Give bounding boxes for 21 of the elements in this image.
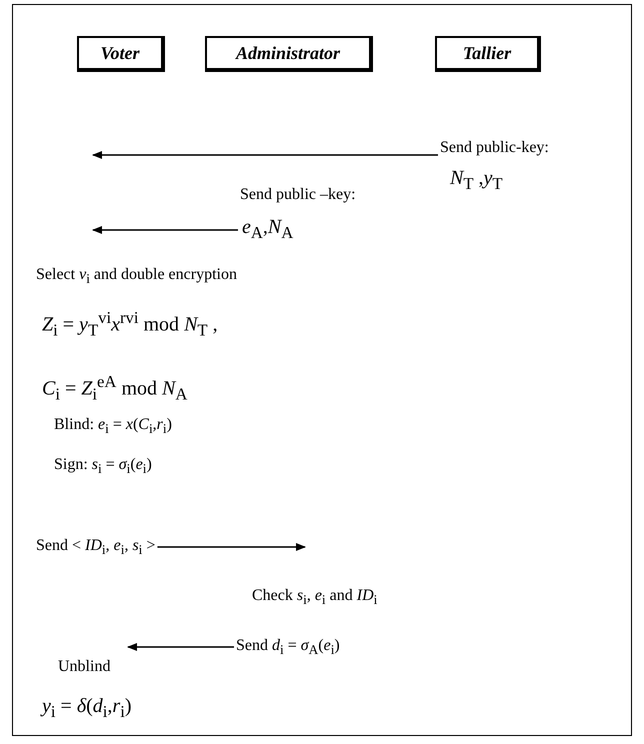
message-text: Send < ID$_{i}$, e$_{i}$, s$_{i}$ > (36, 536, 156, 558)
arrow (157, 543, 306, 551)
arrow (92, 226, 238, 234)
message-formula: e$_{A}$,N$_{A}$ (242, 215, 294, 243)
step-text: Check s$_{i}$, e$_{i}$ and ID$_{i}$ (252, 586, 378, 608)
step-text: Blind: e$_{i}$ = x(C$_{i}$,r$_{i}$) (54, 415, 172, 438)
message-text: Send public –key: (240, 185, 356, 204)
actor-box: Administrator (205, 36, 373, 72)
step-text: Unblind (58, 657, 110, 676)
formula-text: C$_{i}$ = Z$_{i}$$^{eA}$ mod N$_{A}$ (42, 372, 188, 405)
message-formula: N$_{T}$ ,y$_{T}$ (450, 166, 503, 194)
arrow (127, 643, 234, 651)
actor-box: Tallier (435, 36, 541, 72)
actor-box: Voter (77, 36, 165, 72)
step-text: Sign: s$_{i}$ = σ$_{i}$(e$_{i}$) (54, 455, 152, 478)
message-text: Send d$_{i}$ = σ$_{A}$(e$_{i}$) (236, 636, 340, 658)
formula-text: Z$_{i}$ = y$_{T}$$^{vi}$x$^{rvi}$ mod N$_{T}$ , (42, 308, 218, 341)
formula-text: y$_{i}$ = δ(d$_{i}$,r$_{i}$) (42, 694, 132, 722)
arrow (92, 151, 438, 159)
message-text: Send public-key: (440, 138, 549, 158)
step-text: Select v$_{i}$ and double encryption (36, 265, 237, 288)
